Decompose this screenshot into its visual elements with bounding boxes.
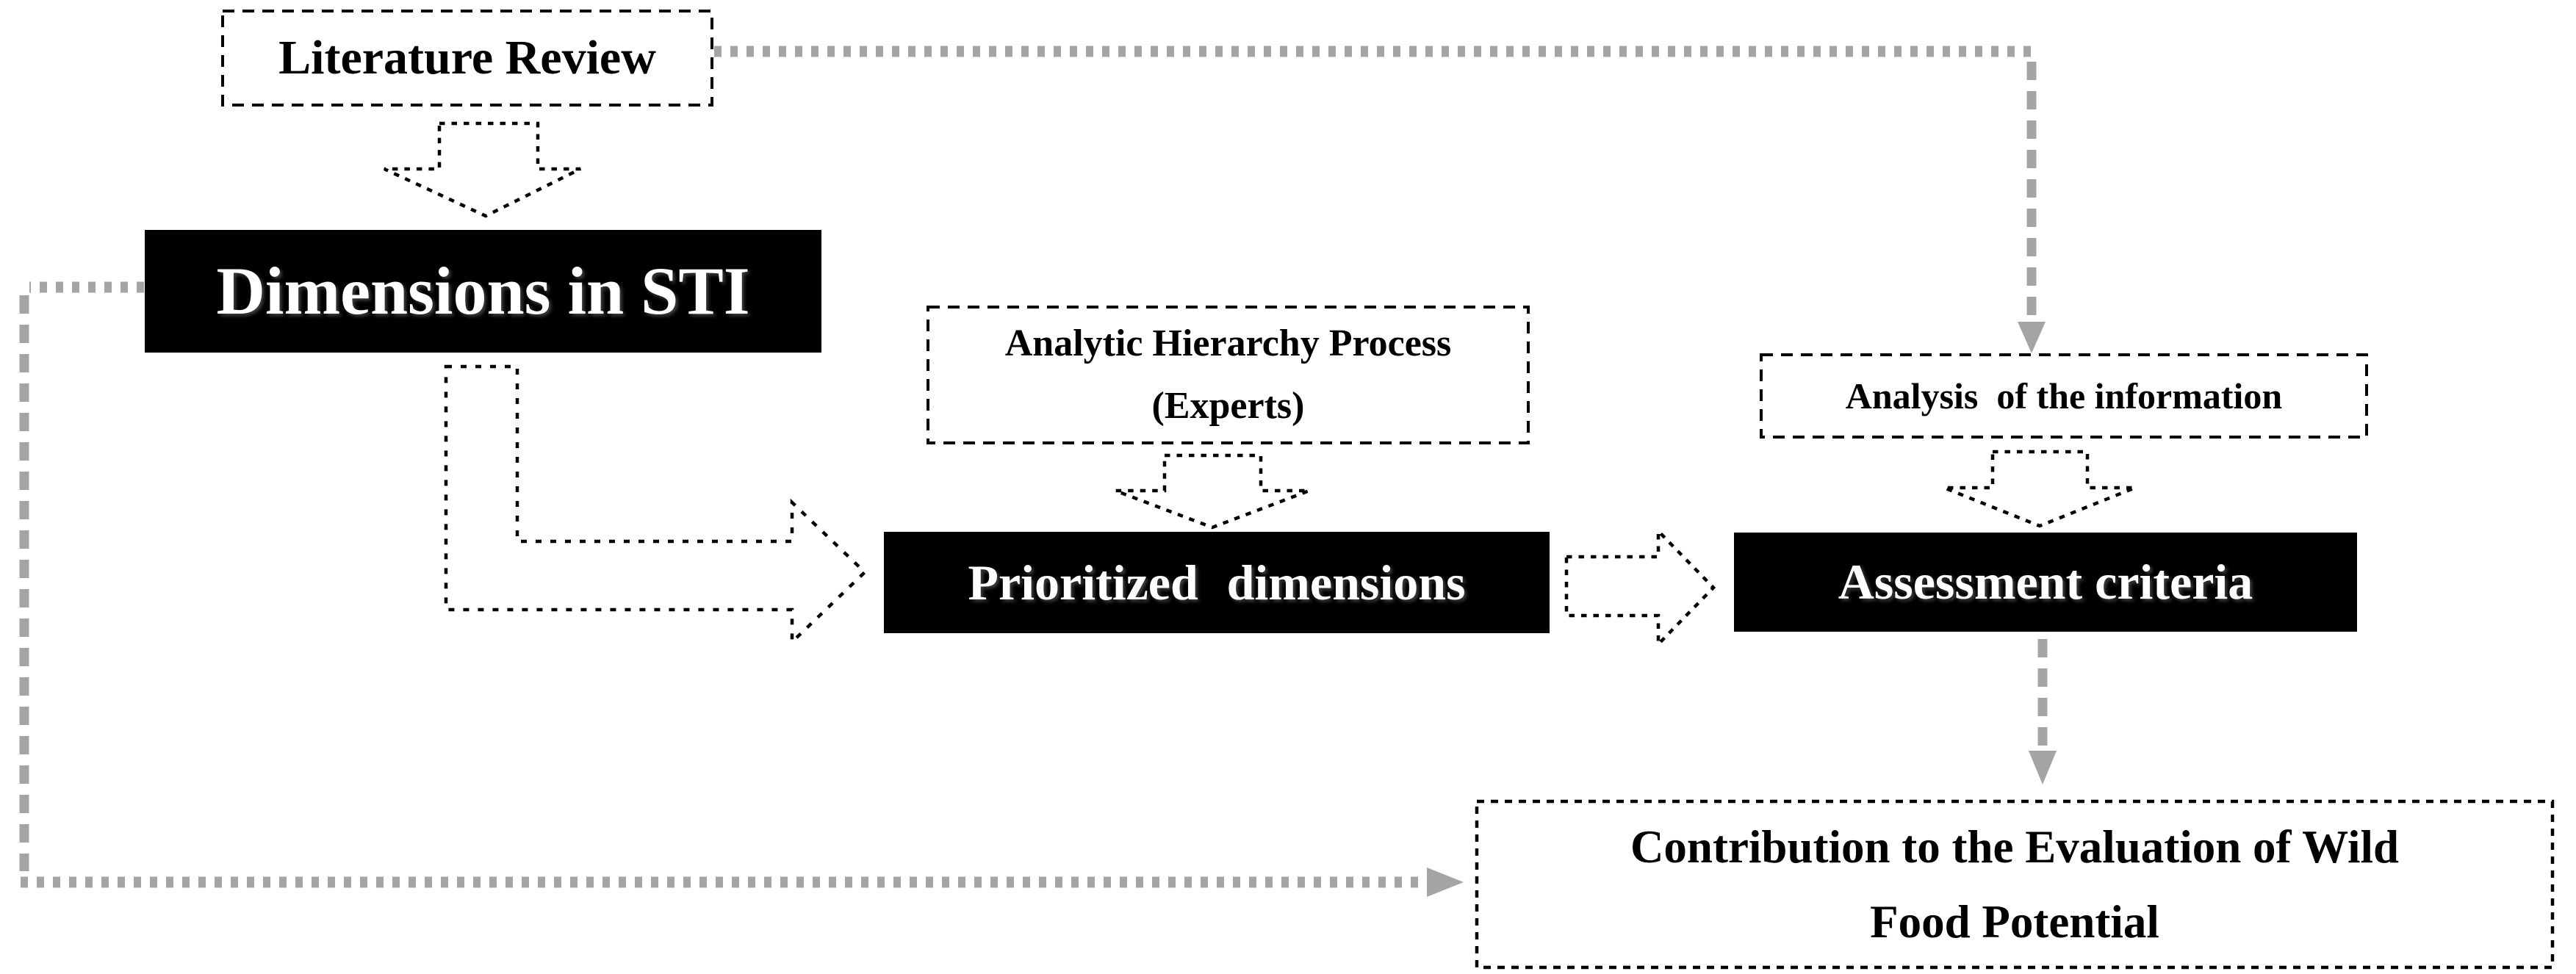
node-analytic-hierarchy-process: Analytic Hierarchy Process (Experts) <box>928 307 1528 443</box>
arrow-ahp-to-prioritized-icon <box>1115 453 1310 530</box>
arrow-analysis-to-assessment-icon <box>1943 450 2136 528</box>
node-analysis-of-the-information: Analysis of the information <box>1761 355 2367 437</box>
node-analytic-hierarchy-process-line2: (Experts) <box>1151 384 1305 427</box>
connector-literature-to-analysis-arrowhead-icon <box>2018 322 2046 353</box>
arrow-dimensions-to-prioritized-icon <box>444 364 868 646</box>
connector-assessment-to-contribution-arrowhead-icon <box>2029 751 2057 784</box>
connector-dimensions-to-contribution-arrowhead-icon <box>1427 867 1464 897</box>
node-assessment-criteria: Assessment criteria <box>1734 533 2357 632</box>
arrow-literature-to-dimensions-icon <box>384 121 581 218</box>
contribution-box-border <box>1475 799 2555 970</box>
arrow-prioritized-to-assessment-icon <box>1564 527 1716 649</box>
node-contribution-wild-food-potential: Contribution to the Evaluation of Wild F… <box>1477 801 2552 967</box>
node-dimensions-in-sti: Dimensions in STI <box>145 230 821 353</box>
analysis-of-information-box-border <box>1760 353 2368 439</box>
node-prioritized-dimensions-label: Prioritized dimensions <box>968 554 1466 610</box>
node-contribution-line2: Food Potential <box>1870 896 2159 948</box>
node-assessment-criteria-label: Assessment criteria <box>1838 554 2253 610</box>
literature-review-box-border <box>221 10 713 107</box>
node-literature-review: Literature Review <box>223 11 712 105</box>
node-dimensions-in-sti-label: Dimensions in STI <box>216 253 750 328</box>
node-analytic-hierarchy-process-line1: Analytic Hierarchy Process <box>1004 322 1452 365</box>
node-literature-review-label: Literature Review <box>278 30 656 84</box>
node-prioritized-dimensions: Prioritized dimensions <box>884 532 1550 633</box>
analytic-hierarchy-process-box-border <box>927 306 1530 444</box>
node-contribution-line1: Contribution to the Evaluation of Wild <box>1630 820 2400 873</box>
node-analysis-of-the-information-label: Analysis of the information <box>1845 375 2283 416</box>
